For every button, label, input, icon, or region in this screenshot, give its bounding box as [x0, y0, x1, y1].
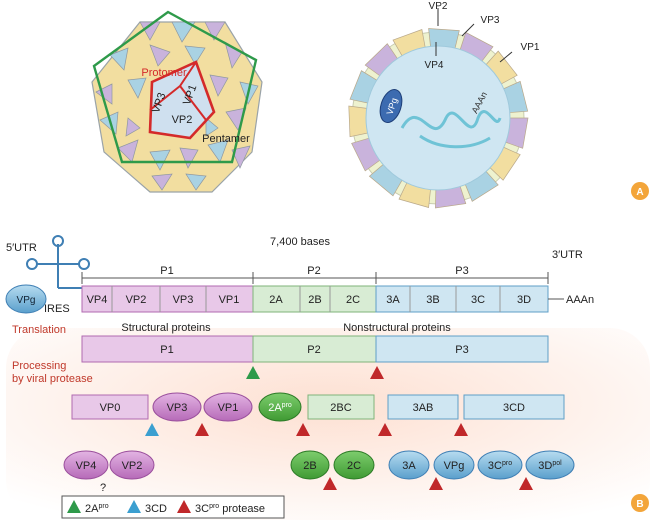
virion-cross-section: VPg AAAn VP2 VP3 VP1 VP4 — [348, 1, 540, 209]
genome-polya-label: AAAn — [566, 294, 594, 306]
segment-3a: 3A — [386, 294, 400, 306]
genome-vpg-label: VPg — [17, 295, 36, 306]
intermediate-3cd: 3CD — [503, 402, 525, 414]
segment-3b: 3B — [426, 294, 439, 306]
polyprotein-p3: P3 — [455, 344, 468, 356]
protomer-outline — [148, 60, 216, 140]
genome-map: VP4 VP2 VP3 VP1 2A 2B 2C 3A 3B 3C 3D AAA… — [81, 285, 594, 313]
product-question-mark: ? — [100, 482, 106, 494]
cloverleaf-ires-structure — [26, 235, 90, 289]
pentamer-outline — [92, 10, 258, 164]
translation-label: Translation — [12, 324, 66, 336]
panel-a-badge-label: A — [636, 187, 643, 198]
panel-b-badge — [631, 494, 649, 512]
cleavage-3c-vp3-vp1 — [195, 423, 209, 436]
intermediate-vp3: VP3 — [167, 402, 188, 414]
panel-b-badge-label: B — [636, 499, 643, 510]
panel-a-badge — [631, 182, 649, 200]
product-2b: 2B — [303, 460, 316, 472]
virion-vp3-label: VP3 — [481, 15, 500, 26]
intermediate-vp1: VP1 — [218, 402, 239, 414]
intermediate-products: VP0 VP3 VP1 2Apro 2BC 3AB 3CD — [71, 392, 565, 422]
genome-vpg — [5, 284, 47, 314]
virion-vp1-label: VP1 — [521, 42, 540, 53]
protomer-label: Protomer — [141, 67, 187, 79]
virion-vp4-label: VP4 — [425, 60, 444, 71]
product-vp2: VP2 — [122, 460, 143, 472]
cleavage-2a-p1-p2 — [246, 366, 260, 379]
legend-3c-pro-protease: 3Cpro protease — [195, 503, 265, 515]
cleavage-3c-3ab-3cd — [454, 423, 468, 436]
product-2c: 2C — [347, 460, 361, 472]
cleavage-3c-2bc-3ab — [378, 423, 392, 436]
segment-vp4: VP4 — [87, 294, 108, 306]
product-3c-pro: 3Cpro — [488, 460, 512, 472]
segment-3c: 3C — [471, 294, 485, 306]
product-vp4: VP4 — [76, 460, 97, 472]
intermediate-2bc: 2BC — [330, 402, 351, 414]
processing-label: Processing — [12, 360, 66, 372]
region-p1-label: P1 — [160, 265, 173, 277]
legend: 2Apro 3CD 3Cpro protease — [61, 495, 285, 519]
structural-proteins-label: Structural proteins — [121, 322, 211, 334]
cleavage-3c-2b-2c — [323, 477, 337, 490]
intermediate-vp0: VP0 — [100, 402, 121, 414]
cleavage-3c-p2-p3 — [370, 366, 384, 379]
segment-2b: 2B — [308, 294, 321, 306]
cleavage-3cd-vp0-vp3 — [145, 423, 159, 436]
capsid-vp2-label: VP2 — [172, 114, 193, 126]
product-3d-pol: 3Dpol — [538, 460, 562, 472]
final-products: VP4 VP2 ? 2B 2C 3A VPg 3Cpro 3Dpol — [63, 450, 575, 494]
legend-3cd: 3CD — [145, 503, 167, 515]
cleavage-3c-2a-2bc — [296, 423, 310, 436]
segment-3d: 3D — [517, 294, 531, 306]
polyprotein: P1 P2 P3 — [81, 335, 549, 363]
segment-vp1: VP1 — [219, 294, 240, 306]
vpg-protein — [379, 89, 403, 123]
utr3-label: 3′UTR — [552, 249, 583, 261]
region-brackets — [81, 272, 549, 284]
cleavage-sites — [145, 366, 533, 490]
intermediate-3ab: 3AB — [413, 402, 434, 414]
virion-vp2-label: VP2 — [429, 1, 448, 12]
region-p3-label: P3 — [455, 265, 468, 277]
rna-genome — [400, 110, 502, 131]
segment-vp3: VP3 — [173, 294, 194, 306]
polyprotein-p2: P2 — [307, 344, 320, 356]
intermediate-2a-pro: 2Apro — [268, 402, 292, 414]
segment-vp2: VP2 — [126, 294, 147, 306]
polyprotein-p1: P1 — [160, 344, 173, 356]
utr5-label: 5′UTR — [6, 242, 37, 254]
ires-label: IRES — [44, 303, 70, 315]
cleavage-3c-3a-vpg — [429, 477, 443, 490]
legend-2a-pro: 2Apro — [85, 503, 109, 515]
region-p2-label: P2 — [307, 265, 320, 277]
nonstructural-proteins-label: Nonstructural proteins — [343, 322, 451, 334]
segment-2c: 2C — [346, 294, 360, 306]
capsid-icosahedron: Protomer VP3 VP1 VP2 Pentamer — [91, 10, 263, 193]
genome-length-label: 7,400 bases — [270, 236, 330, 248]
processing-label-2: by viral protease — [12, 373, 93, 385]
segment-2a: 2A — [269, 294, 283, 306]
product-vpg: VPg — [444, 460, 465, 472]
product-3a: 3A — [402, 460, 416, 472]
cleavage-3c-3c-3d — [519, 477, 533, 490]
pentamer-label: Pentamer — [202, 133, 250, 145]
